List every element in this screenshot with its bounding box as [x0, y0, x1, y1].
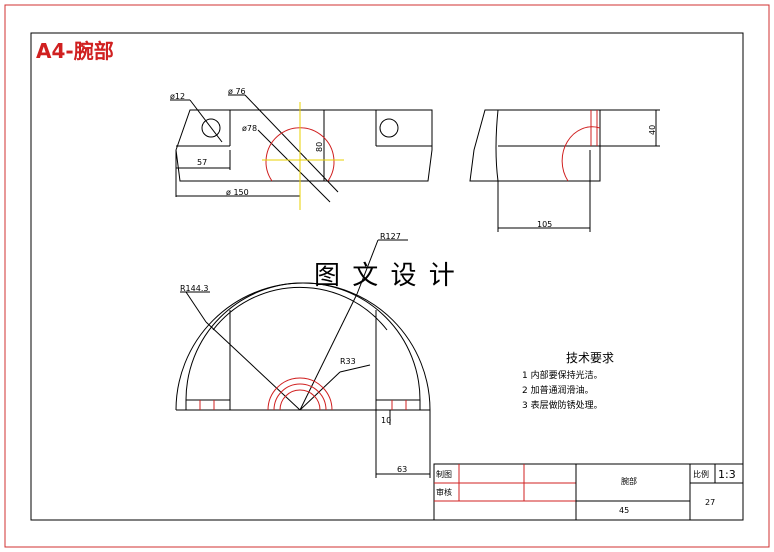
code-left: 45 — [619, 506, 629, 515]
dim-10: 10 — [381, 416, 391, 425]
check-label: 审核 — [436, 487, 452, 497]
part-name: 腕部 — [621, 476, 637, 486]
dim-105: 105 — [537, 220, 552, 229]
dim-40: 40 — [648, 125, 657, 135]
side-view — [469, 109, 660, 232]
top-view-hidden — [199, 377, 407, 411]
code-right: 27 — [705, 498, 715, 507]
outer-border — [4, 4, 770, 548]
tech-req-item-3: 3 表层做防锈处理。 — [522, 399, 603, 411]
top-view — [175, 239, 431, 478]
dim-d78: ø78 — [242, 124, 257, 133]
dim-r127: R127 — [380, 232, 401, 241]
dim-d12: ø12 — [170, 92, 185, 101]
title-block — [433, 463, 744, 521]
tech-req-item-1: 1 内部要保持光洁。 — [522, 369, 603, 381]
tech-req-item-2: 2 加普通润滑油。 — [522, 384, 594, 396]
dim-d150: ø 150 — [226, 188, 249, 197]
front-view — [170, 94, 433, 203]
watermark-text: 图 文 设 计 — [314, 261, 457, 291]
scale-value: 1:3 — [718, 468, 736, 481]
dim-r33: R33 — [340, 357, 356, 366]
dim-80: 80 — [315, 142, 324, 152]
dim-r144: R144.3 — [180, 284, 208, 293]
tech-req-title: 技术要求 — [566, 351, 614, 365]
dim-57: 57 — [197, 158, 207, 167]
sheet-label: A4-腕部 — [36, 39, 114, 63]
front-view-hidden — [262, 102, 344, 210]
side-view-hidden — [561, 110, 601, 182]
inner-frame — [30, 32, 744, 521]
dim-d76: ø 76 — [228, 87, 246, 96]
dim-63: 63 — [397, 465, 407, 474]
drawn-label: 制图 — [436, 469, 452, 479]
scale-label: 比例 — [693, 469, 709, 479]
